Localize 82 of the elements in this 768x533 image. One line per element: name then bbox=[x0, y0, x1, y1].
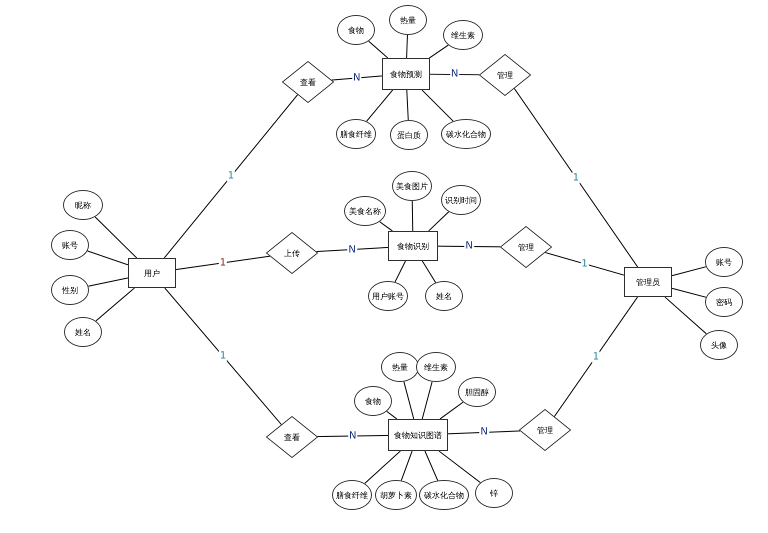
attribute-ellipse: 维生素 bbox=[443, 20, 483, 50]
entity-box: 食物识别 bbox=[388, 231, 438, 261]
cardinality-label: 1 bbox=[218, 350, 228, 362]
cardinality-label: 1 bbox=[592, 351, 600, 362]
attribute-ellipse: 账号 bbox=[51, 230, 89, 260]
connector-line bbox=[438, 450, 481, 484]
attribute-ellipse: 美食图片 bbox=[392, 171, 432, 201]
connector-line bbox=[94, 216, 138, 258]
attribute-ellipse: 美食名称 bbox=[344, 196, 386, 226]
connector-line bbox=[88, 277, 128, 287]
connector-line bbox=[545, 252, 624, 276]
cardinality-label: N bbox=[347, 244, 357, 256]
connector-line bbox=[403, 382, 414, 420]
attribute-ellipse: 昵称 bbox=[63, 190, 103, 220]
attribute-ellipse: 碳水化合物 bbox=[419, 480, 469, 510]
connector-line bbox=[332, 75, 382, 81]
connector-line bbox=[368, 40, 388, 58]
attribute-ellipse: 姓名 bbox=[64, 317, 102, 347]
connector-line bbox=[422, 382, 433, 420]
relationship-diamond: 管理 bbox=[479, 54, 531, 96]
connector-line bbox=[440, 402, 464, 420]
connector-line bbox=[554, 296, 638, 417]
connector-line bbox=[406, 90, 409, 120]
cardinality-label: 1 bbox=[572, 172, 580, 184]
attribute-ellipse: 维生素 bbox=[416, 352, 456, 382]
attribute-ellipse: 食物 bbox=[354, 386, 392, 416]
connector-line bbox=[422, 260, 436, 283]
attribute-ellipse: 锌 bbox=[475, 478, 513, 508]
attribute-ellipse: 膳食纤维 bbox=[336, 119, 376, 149]
attribute-ellipse: 密码 bbox=[705, 287, 743, 317]
entity-box: 食物预测 bbox=[382, 58, 430, 90]
connector-line bbox=[672, 288, 706, 298]
attribute-ellipse: 热量 bbox=[381, 352, 419, 382]
attribute-ellipse: 碳水化合物 bbox=[441, 119, 491, 149]
connector-line bbox=[318, 434, 388, 438]
attribute-ellipse: 蛋白质 bbox=[390, 120, 428, 150]
relationship-diamond: 上传 bbox=[266, 232, 318, 274]
connector-line bbox=[430, 74, 480, 76]
connector-line bbox=[379, 221, 393, 232]
attribute-ellipse: 热量 bbox=[389, 5, 427, 35]
connector-line bbox=[448, 430, 520, 434]
connector-line bbox=[406, 34, 408, 58]
connector-line bbox=[400, 450, 413, 481]
connector-line bbox=[394, 260, 406, 282]
entity-box: 管理员 bbox=[624, 267, 672, 297]
relationship-diamond: 查看 bbox=[266, 416, 318, 458]
attribute-ellipse: 姓名 bbox=[425, 281, 463, 311]
attribute-ellipse: 膳食纤维 bbox=[332, 480, 372, 510]
entity-box: 食物知识图谱 bbox=[388, 419, 448, 451]
connector-line bbox=[96, 288, 135, 322]
connector-line bbox=[386, 410, 398, 420]
connector-line bbox=[364, 450, 401, 484]
connector-line bbox=[164, 94, 298, 258]
connector-line bbox=[672, 266, 706, 276]
attribute-ellipse: 用户账号 bbox=[368, 281, 408, 311]
connector-line bbox=[514, 88, 638, 268]
connector-line bbox=[422, 90, 454, 122]
attribute-ellipse: 头像 bbox=[700, 330, 738, 360]
connector-line bbox=[429, 44, 449, 58]
connector-line bbox=[316, 246, 388, 252]
attribute-ellipse: 胆固醇 bbox=[458, 377, 496, 407]
cardinality-label: 1 bbox=[226, 170, 236, 182]
relationship-diamond: 查看 bbox=[282, 61, 334, 103]
cardinality-label: 1 bbox=[218, 257, 228, 268]
connector-line bbox=[428, 211, 450, 232]
connector-line bbox=[664, 296, 707, 334]
attribute-ellipse: 胡萝卜素 bbox=[375, 480, 417, 510]
relationship-diamond: 管理 bbox=[519, 409, 571, 451]
connector-line bbox=[164, 288, 282, 425]
connector-line bbox=[87, 250, 128, 266]
attribute-ellipse: 食物 bbox=[337, 15, 375, 45]
entity-box: 用户 bbox=[128, 258, 176, 288]
connector-line bbox=[412, 201, 414, 231]
connector-line bbox=[366, 90, 394, 122]
attribute-ellipse: 识别时间 bbox=[441, 185, 481, 215]
connector-line bbox=[424, 450, 438, 481]
connector-line bbox=[438, 246, 500, 248]
attribute-ellipse: 性别 bbox=[51, 275, 89, 305]
cardinality-label: 1 bbox=[580, 258, 589, 270]
connector-line bbox=[176, 256, 270, 270]
attribute-ellipse: 账号 bbox=[705, 247, 743, 277]
relationship-diamond: 管理 bbox=[500, 226, 552, 268]
